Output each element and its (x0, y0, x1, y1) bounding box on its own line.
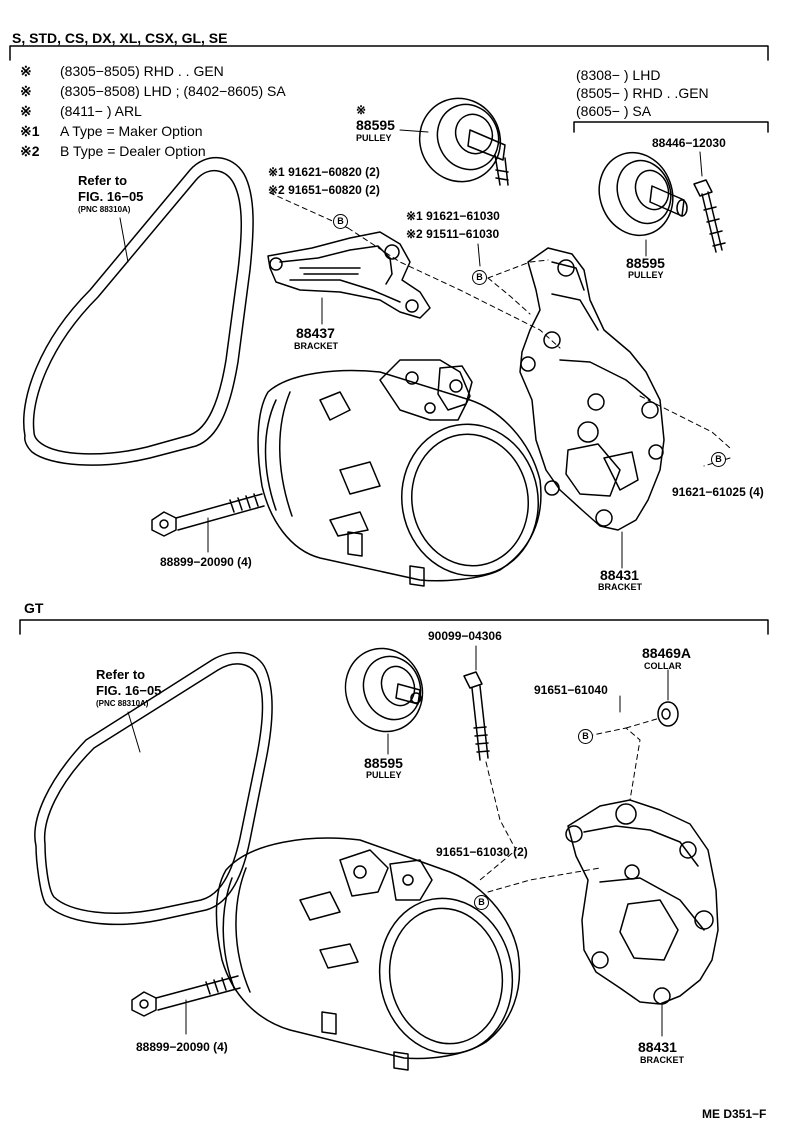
dashed-leaders-gt (479, 717, 661, 893)
bolt-88446-12030 (693, 179, 726, 253)
legend-text: (8305−8508) LHD ; (8402−8605) SA (60, 83, 286, 99)
label-88446-12030: 88446−12030 (652, 136, 726, 150)
bolt-90099-04306 (463, 671, 490, 761)
compressor-top (257, 359, 542, 587)
legend-symbol: ※ (20, 103, 32, 119)
right-legend-line: (8505− ) RHD . .GEN (576, 85, 709, 101)
label-91651-60820: ※2 91651−60820 (2) (268, 183, 380, 197)
legend-text: (8411− ) ARL (60, 103, 142, 119)
part-number: 88595 (364, 755, 403, 771)
legend-symbol: ※ (20, 63, 32, 79)
label-88899-20090-gt: 88899−20090 (4) (136, 1040, 228, 1054)
refer-line-2: FIG. 16−05 (78, 189, 144, 204)
label-91511-61030: ※2 91511−61030 (406, 227, 500, 241)
pulley-88595-top-a (418, 97, 509, 186)
collar-88469a (657, 701, 679, 727)
part-number: 88431 (600, 567, 639, 583)
part-name: PULLEY (628, 270, 664, 280)
pulley-88595-gt (344, 647, 424, 733)
part-number: 88469A (642, 645, 692, 661)
part-name: BRACKET (640, 1055, 684, 1065)
refer-line-3: (PNC 88310A) (78, 205, 131, 214)
pulley-88595-top-b (598, 151, 688, 237)
refer-line-3: (PNC 88310A) (96, 699, 149, 708)
compressor-gt (215, 837, 521, 1071)
refer-line-1: Refer to (96, 667, 146, 682)
section-bracket-top (9, 45, 769, 61)
right-legend-line: (8308− ) LHD (576, 67, 661, 83)
label-88899-20090-top: 88899−20090 (4) (160, 555, 252, 569)
symbol-b: B (333, 214, 348, 229)
label-91621-61025: 91621−61025 (4) (672, 485, 764, 499)
part-name: PULLEY (366, 770, 402, 780)
label-91621-61030: ※1 91621−61030 (406, 209, 500, 223)
bracket-88437 (267, 231, 431, 319)
symbol-b: B (711, 452, 726, 467)
right-legend-line: (8605− ) SA (576, 103, 652, 119)
part-name: PULLEY (356, 133, 392, 143)
symbol-b: B (578, 729, 593, 744)
label-91651-61040: 91651−61040 (534, 683, 608, 697)
part-name: BRACKET (598, 582, 642, 592)
leader-refer-top (119, 217, 129, 263)
legend-text: A Type = Maker Option (60, 123, 203, 139)
section-header-gt: GT (24, 600, 44, 616)
section-header-top: S, STD, CS, DX, XL, CSX, GL, SE (12, 30, 228, 46)
bracket-88431-top (519, 247, 665, 531)
dashed-leaders-top (267, 191, 731, 467)
part-number: 88431 (638, 1039, 677, 1055)
part-number: 88595 (626, 255, 665, 271)
legend-text: B Type = Dealer Option (60, 143, 206, 159)
part-number: 88595 (356, 117, 395, 133)
legend-text: (8305−8505) RHD . . GEN (60, 63, 224, 79)
symbol-b: B (472, 270, 487, 285)
part-name: BRACKET (294, 341, 338, 351)
legend-symbol: ※1 (20, 123, 40, 139)
section-bracket-gt (19, 619, 769, 635)
label-90099-04306: 90099−04306 (428, 629, 502, 643)
legend-symbol: ※2 (20, 143, 40, 159)
part-name: COLLAR (644, 661, 682, 671)
diagram-id: ME D351−F (702, 1107, 767, 1121)
part-number: 88437 (296, 325, 335, 341)
v-belt-top (23, 156, 254, 466)
bolt-88899-gt (131, 975, 241, 1017)
refer-line-1: Refer to (78, 173, 128, 188)
bracket-88431-gt (565, 799, 719, 1005)
option-mark: ※ (356, 103, 367, 117)
symbol-b: B (474, 895, 489, 910)
v-belt-gt (34, 651, 273, 926)
label-91621-60820: ※1 91621−60820 (2) (268, 165, 380, 179)
legend-symbol: ※ (20, 83, 32, 99)
legend-bracket-right (573, 121, 769, 133)
refer-line-2: FIG. 16−05 (96, 683, 162, 698)
label-91651-61030: 91651−61030 (2) (436, 845, 528, 859)
bolt-88899-top (151, 493, 265, 537)
